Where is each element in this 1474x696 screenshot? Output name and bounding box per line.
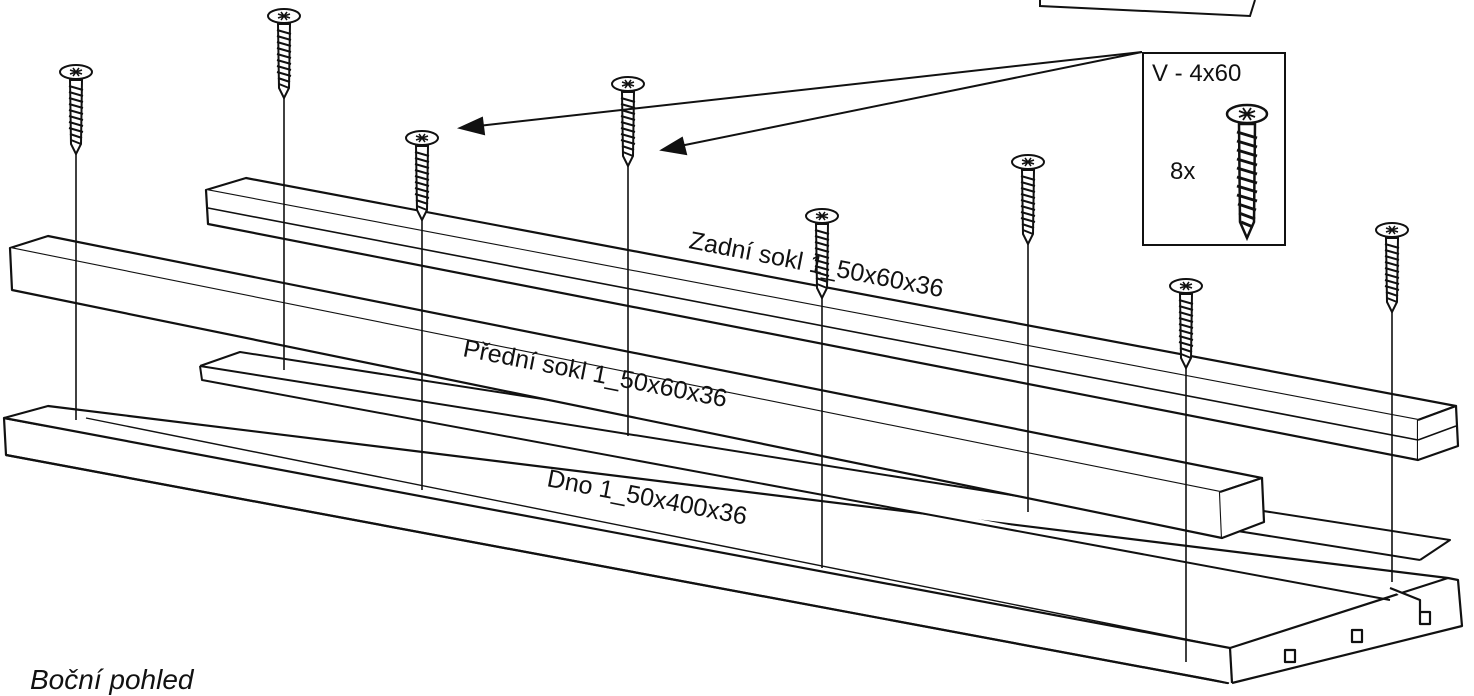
screw-guide-lines [75, 88, 1393, 662]
top-board-edge [1039, 0, 1256, 18]
screw-code: V - 4x60 [1152, 60, 1242, 87]
bottom-board [2, 404, 1464, 685]
screw-icon [1225, 103, 1269, 242]
side-view-caption: Boční pohled [30, 664, 194, 695]
pointer-arrows [456, 51, 1143, 156]
screw-legend: V - 4x60 8x [1142, 52, 1286, 246]
front-plinth [8, 234, 1266, 540]
back-plinth [204, 176, 1460, 462]
screw-quantity: 8x [1170, 158, 1196, 185]
